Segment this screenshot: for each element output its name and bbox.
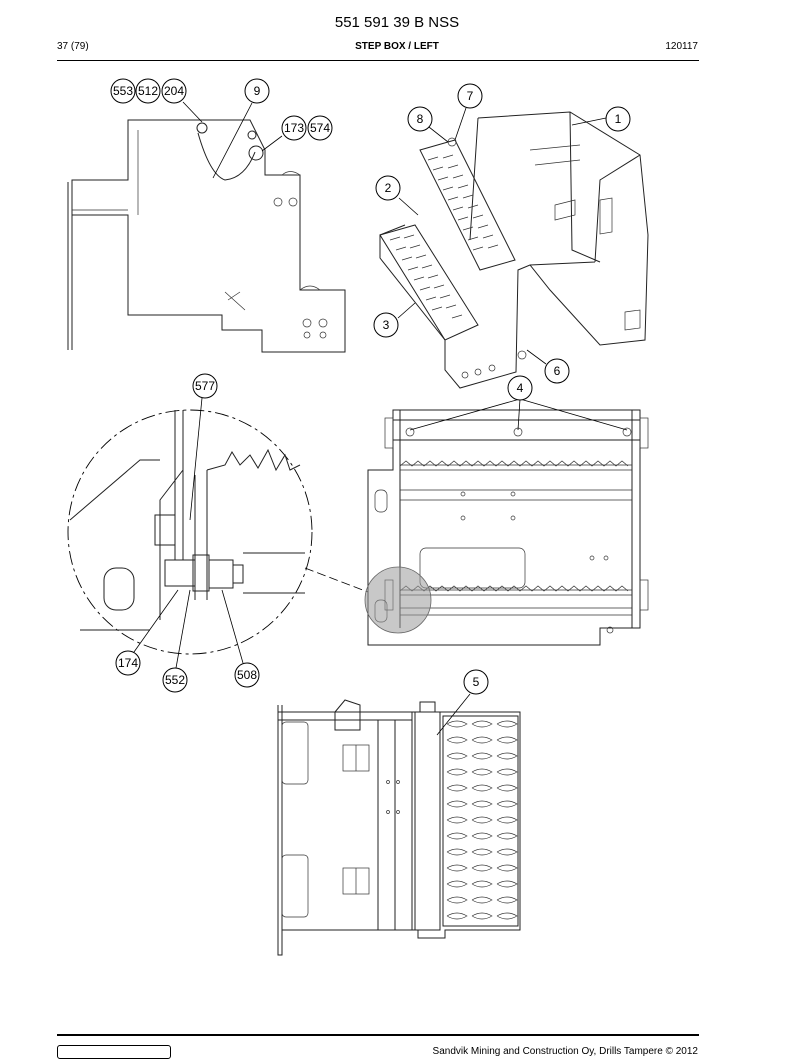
svg-text:2: 2 [385,181,392,195]
svg-text:7: 7 [467,89,474,103]
callout-508: 508 [234,662,260,688]
top-tread-pattern [446,720,518,920]
callout-7: 7 [457,83,483,109]
callout-174: 174 [115,650,141,676]
svg-text:5: 5 [473,675,480,689]
leader-lines [133,101,628,736]
svg-text:204: 204 [164,84,184,98]
callout-577: 577 [192,373,218,399]
document-number: 551 591 39 B NSS [334,14,460,31]
svg-text:8: 8 [417,112,424,126]
svg-text:9: 9 [254,84,261,98]
page-number: 37 (79) [57,41,89,52]
callout-6: 6 [544,358,570,384]
svg-text:552: 552 [165,673,185,687]
document-date: 120117 [665,41,698,52]
svg-text:4: 4 [517,381,524,395]
callout-2: 2 [375,175,401,201]
callout-4: 4 [507,375,533,401]
tread-pattern [389,154,499,319]
callout-173: 173 [281,115,307,141]
svg-text:174: 174 [118,656,138,670]
callout-9: 9 [244,78,270,104]
svg-text:574: 574 [310,121,330,135]
callout-8: 8 [407,106,433,132]
callout-5: 5 [463,669,489,695]
callout-512: 512 [135,78,161,104]
callout-3: 3 [373,312,399,338]
callout-553: 553 [110,78,136,104]
top-view [277,699,521,956]
svg-text:512: 512 [138,84,158,98]
header-rule [57,60,699,61]
section-title: STEP BOX / LEFT [355,41,439,52]
callout-1: 1 [605,106,631,132]
svg-text:3: 3 [383,318,390,332]
front-view [364,409,649,646]
callout-574: 574 [307,115,333,141]
detail-view [67,409,313,655]
svg-text:553: 553 [113,84,133,98]
footer-rule [57,1034,699,1036]
svg-text:577: 577 [195,379,215,393]
callout-204: 204 [161,78,187,104]
detail-highlight [364,566,432,634]
svg-text:508: 508 [237,668,257,682]
svg-text:173: 173 [284,121,304,135]
copyright-text: Sandvik Mining and Construction Oy, Dril… [432,1046,698,1057]
company-logo [57,1045,171,1059]
svg-text:6: 6 [554,364,561,378]
isometric-view [379,111,649,389]
svg-text:1: 1 [615,112,622,126]
callout-552: 552 [162,667,188,693]
side-view [67,119,346,353]
